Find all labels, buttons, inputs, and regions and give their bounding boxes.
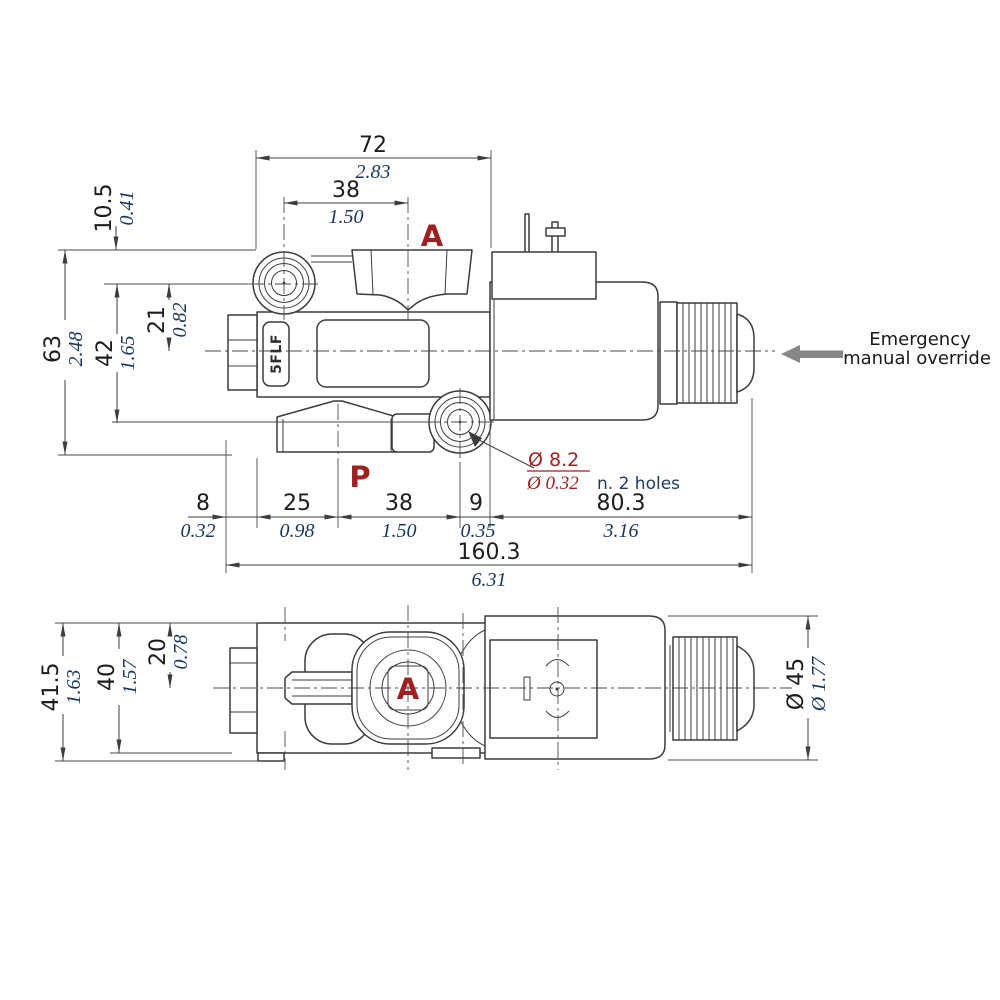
dim-63-inch: 2.48 (65, 332, 87, 367)
bottom-view: 41.5 1.63 40 1.57 20 0.78 Ø 45 Ø 1.77 A (39, 605, 830, 770)
connector-arc-top (545, 659, 570, 667)
hole-count-note: n. 2 holes (597, 474, 680, 494)
leader-arrow-icon (468, 431, 482, 447)
connector-arc-bottom (545, 710, 570, 718)
body-marking-label: 5FLF (269, 334, 285, 374)
hex-nut (227, 314, 258, 391)
knob-ring (659, 301, 678, 405)
override-label-line1: Emergency (869, 329, 971, 350)
centerlines-top-view (205, 197, 775, 468)
dim-42-inch: 1.65 (117, 336, 139, 371)
port-p-label: P (349, 460, 370, 494)
dimension-texts-bottom-view: 41.5 1.63 40 1.57 20 0.78 Ø 45 Ø 1.77 (39, 635, 830, 713)
dimension-texts-top-view: 72 2.83 38 1.50 10.5 0.41 63 2.48 42 1.6… (41, 133, 645, 591)
connector-pin-2-bar (545, 227, 566, 237)
dim-160-3-mm: 160.3 (458, 540, 521, 565)
extension-lines-bottom-view (55, 615, 818, 762)
solenoid-plan (484, 615, 755, 760)
knob-cap (736, 313, 755, 393)
solenoid-tube (489, 281, 659, 421)
dim-20-mm: 20 (146, 638, 171, 666)
emergency-override: Emergency manual override (781, 329, 991, 369)
knob-cap-plan (736, 645, 755, 732)
dim-72-inch: 2.83 (356, 161, 391, 183)
hole-diameter-mm: Ø 8.2 (528, 449, 579, 471)
dim-10-5-inch: 0.41 (116, 191, 138, 226)
port-a-boss (351, 249, 473, 311)
dim-40-mm: 40 (95, 663, 120, 691)
electrical-connector (491, 251, 597, 300)
foot-tab-right (431, 747, 481, 759)
dim-10-5-mm: 10.5 (92, 184, 117, 233)
dim-9-mm: 9 (469, 491, 483, 516)
dim-160-3-inch: 6.31 (472, 569, 507, 591)
connector-plan (489, 639, 598, 739)
dim-38top-mm: 38 (332, 178, 360, 203)
marking-plate (262, 321, 290, 387)
dim-41-5-mm: 41.5 (39, 663, 64, 712)
dim-63-mm: 63 (41, 335, 66, 363)
dim-8-inch: 0.32 (181, 520, 216, 542)
port-p-boss (276, 400, 398, 453)
dim-40-inch: 1.57 (119, 659, 141, 695)
dim-38top-inch: 1.50 (329, 206, 364, 228)
dim-38bot-mm: 38 (385, 491, 413, 516)
port-a-label-plan: A (397, 672, 420, 706)
hex-nut-plan (229, 647, 258, 734)
override-label-line2: manual override (843, 348, 991, 369)
dim-42-mm: 42 (93, 339, 118, 367)
knurled-knob-plan (672, 636, 738, 741)
foot-tab-left (257, 752, 285, 762)
dim-8-mm: 8 (196, 491, 210, 516)
connector-screw (549, 681, 565, 697)
dimension-lines-top-view (62, 155, 752, 568)
dim-25-inch: 0.98 (280, 520, 315, 542)
dim-9-inch: 0.35 (461, 520, 496, 542)
override-arrow-icon (781, 345, 843, 363)
dim-21-mm: 21 (145, 306, 170, 334)
holes-annotation: Ø 8.2 Ø 0.32 n. 2 holes (468, 431, 680, 494)
dim-80-3-inch: 3.16 (603, 520, 639, 542)
dimension-lines-bottom-view (60, 616, 811, 761)
dim-72-mm: 72 (359, 133, 387, 158)
dim-d45-inch: Ø 1.77 (808, 656, 830, 712)
dim-21-inch: 0.82 (169, 303, 191, 338)
dim-20-inch: 0.78 (170, 635, 192, 670)
connector-pin-2 (551, 221, 559, 255)
connector-pin-1 (524, 213, 530, 255)
valve-body-plan (229, 622, 491, 762)
hole-diameter-inch: Ø 0.32 (526, 473, 579, 494)
port-a-label: A (421, 219, 444, 253)
extension-lines-top-view (58, 150, 753, 573)
centerlines-bottom-view (213, 605, 792, 770)
body-window (316, 319, 430, 388)
connector-slot (523, 676, 531, 701)
valve-body (227, 249, 492, 454)
top-view: 72 2.83 38 1.50 10.5 0.41 63 2.48 42 1.6… (41, 133, 991, 591)
dim-80-3-mm: 80.3 (597, 491, 646, 516)
solenoid (489, 213, 755, 421)
dim-38bot-inch: 1.50 (382, 520, 417, 542)
dim-d45-mm: Ø 45 (784, 658, 809, 710)
knurl-ribs (682, 303, 732, 403)
dim-25-mm: 25 (283, 491, 311, 516)
port-plate (391, 413, 435, 453)
knurl-ribs-plan (678, 637, 734, 740)
dim-41-5-inch: 1.63 (63, 670, 85, 705)
